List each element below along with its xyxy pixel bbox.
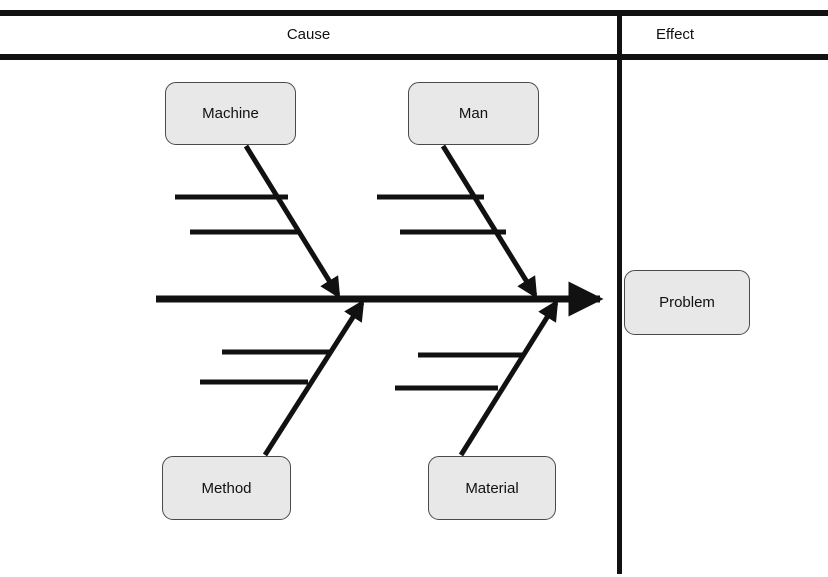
header-top-rule: [0, 10, 828, 16]
cause-effect-divider-header: [617, 14, 622, 56]
branch-line-man: [440, 144, 538, 299]
header-bottom-rule: [0, 54, 828, 60]
category-box-material[interactable]: Material: [428, 456, 556, 520]
column-header-effect: Effect: [656, 26, 695, 43]
column-header-cause: Cause: [286, 26, 331, 43]
branch-material: [395, 299, 559, 457]
category-box-machine[interactable]: Machine: [165, 82, 296, 145]
branch-man: [377, 144, 538, 299]
cause-effect-divider-body: [617, 58, 622, 574]
branch-line-material: [458, 299, 559, 457]
branch-method: [200, 299, 365, 457]
category-box-method[interactable]: Method: [162, 456, 291, 520]
branch-machine: [175, 144, 341, 299]
branch-line-machine: [243, 144, 341, 299]
branch-line-method: [262, 299, 365, 457]
effect-box-problem[interactable]: Problem: [624, 270, 750, 335]
category-box-man[interactable]: Man: [408, 82, 539, 145]
